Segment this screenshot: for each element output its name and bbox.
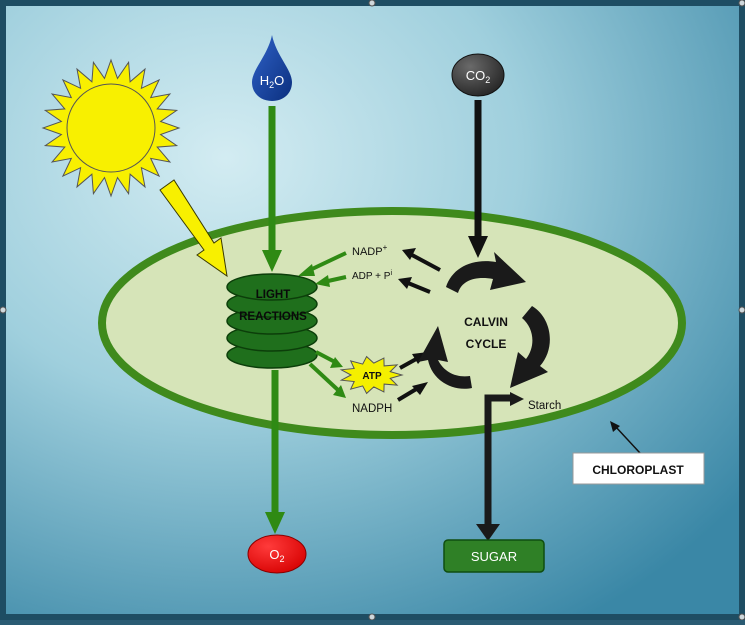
handle-right <box>738 306 745 314</box>
atp-to-calvin-arrow <box>399 356 419 370</box>
nadp-to-light-arrowhead <box>298 264 315 276</box>
nadph-label: NADPH <box>352 403 392 415</box>
sun-icon <box>41 58 181 198</box>
calvin-cycle-line2: CYCLE <box>466 337 507 351</box>
chloroplast-label: CHLOROPLAST <box>592 463 684 477</box>
handle-top-right <box>738 0 745 7</box>
calvin-to-nadp-arrow <box>411 253 441 272</box>
handle-top <box>368 0 376 7</box>
nadp-to-light-arrow <box>309 251 347 272</box>
chloroplast-label-box <box>572 452 705 485</box>
oxygen-output <box>247 534 307 574</box>
calvin-cycle-line1: CALVIN <box>464 315 508 329</box>
water-label: H2O <box>260 73 285 90</box>
calvin-to-adp-arrowhead <box>398 277 412 289</box>
calvin-to-adp-arrow <box>407 281 431 294</box>
calvin-cycle-arrows <box>418 252 550 389</box>
nadp-label: NADP+ <box>352 243 388 258</box>
sugar-output <box>443 539 545 573</box>
light-to-atp-arrowhead <box>330 357 343 368</box>
starch-label: Starch <box>528 400 561 412</box>
light-to-oxygen-arrowhead <box>265 512 285 534</box>
calvin-to-sugar-arrowhead <box>476 524 500 541</box>
co2-to-calvin-arrowhead <box>468 236 488 258</box>
light-to-atp-arrow <box>315 350 336 364</box>
light-to-nadph-arrow <box>308 362 340 392</box>
handle-bottom-right <box>738 613 745 621</box>
light-reactions-line2: REACTIONS <box>239 311 307 323</box>
atp-burst-icon <box>339 355 404 395</box>
handle-bottom <box>368 613 376 621</box>
calvin-to-starch-arrowhead <box>510 392 524 406</box>
chloroplast-pointer-head <box>610 421 620 432</box>
nadph-to-calvin-arrowhead <box>412 382 428 395</box>
adp-to-light-arrow <box>327 275 347 283</box>
sun-disk <box>66 83 156 173</box>
handle-left <box>0 306 7 314</box>
co2-input <box>451 53 505 97</box>
light-to-nadph-arrowhead <box>333 385 346 398</box>
chloroplast-membrane <box>98 207 686 439</box>
calvin-to-nadp-arrowhead <box>402 248 416 260</box>
calvin-to-sugar-arrow <box>484 394 512 528</box>
atp-label: ATP <box>362 371 382 382</box>
co2-label: CO2 <box>466 68 491 85</box>
light-reactions-line1: LIGHT <box>256 289 291 301</box>
sunlight-arrow <box>159 179 228 278</box>
adp-label: ADP + Pi <box>352 270 392 282</box>
chloroplast-pointer <box>614 425 641 454</box>
water-to-light-arrowhead <box>262 250 282 272</box>
adp-to-light-arrowhead <box>315 275 330 287</box>
oxygen-label: O2 <box>269 547 284 564</box>
thylakoid-stack <box>226 273 318 369</box>
water-drop-icon <box>252 35 292 101</box>
sugar-label: SUGAR <box>471 549 517 564</box>
nadph-to-calvin-arrow <box>396 386 420 402</box>
